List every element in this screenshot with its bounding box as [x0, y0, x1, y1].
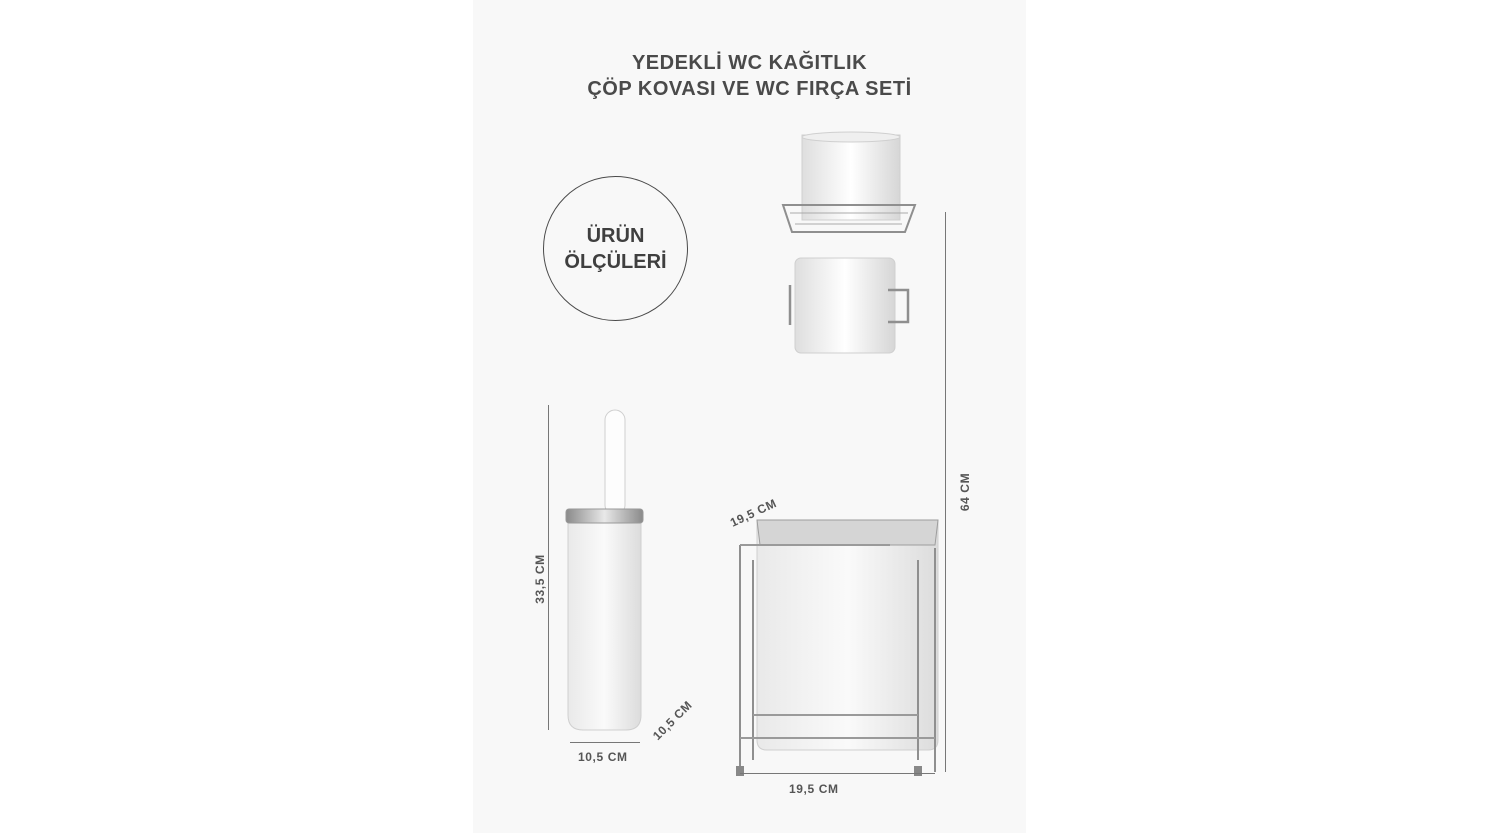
bin-frame-verticals — [739, 545, 936, 772]
brush-holder-rim — [565, 508, 644, 524]
badge-line-2: ÖLÇÜLERİ — [564, 250, 667, 273]
title-line-2: ÇÖP KOVASI VE WC FIRÇA SETİ — [587, 78, 912, 100]
frame-foot-right — [914, 766, 922, 776]
bin-frame-horizontals — [740, 544, 935, 739]
paper-roll — [794, 257, 896, 354]
paper-holder-stand — [736, 131, 939, 776]
bin-width-line — [740, 773, 935, 774]
brush-height-line — [548, 405, 549, 730]
page-title: YEDEKLİ WC KAĞITLIK ÇÖP KOVASI VE WC FIR… — [473, 50, 1026, 102]
title-line-1: YEDEKLİ WC KAĞITLIK — [631, 52, 868, 74]
frame-foot-left — [736, 766, 744, 776]
stand-height-line — [945, 212, 946, 772]
badge-line-1: ÜRÜN — [586, 224, 645, 247]
brush-handle — [604, 409, 626, 516]
brush-holder — [567, 514, 642, 731]
shelf-wires — [790, 212, 908, 225]
toilet-brush — [565, 409, 644, 731]
roll-arm — [888, 288, 910, 324]
spare-roll — [801, 134, 901, 221]
roll-shelf — [781, 204, 917, 233]
bin-lid — [756, 519, 939, 546]
stand-height-label: 64 CM — [958, 472, 972, 512]
brush-width-line — [570, 742, 640, 743]
trash-bin — [756, 519, 939, 751]
bin-width-label: 19,5 CM — [789, 782, 839, 796]
product-dimensions-badge: ÜRÜN ÖLÇÜLERİ — [543, 176, 688, 321]
brush-height-label: 33,5 CM — [533, 554, 547, 604]
brush-width-label: 10,5 CM — [578, 750, 628, 764]
spare-roll-top — [801, 131, 901, 143]
